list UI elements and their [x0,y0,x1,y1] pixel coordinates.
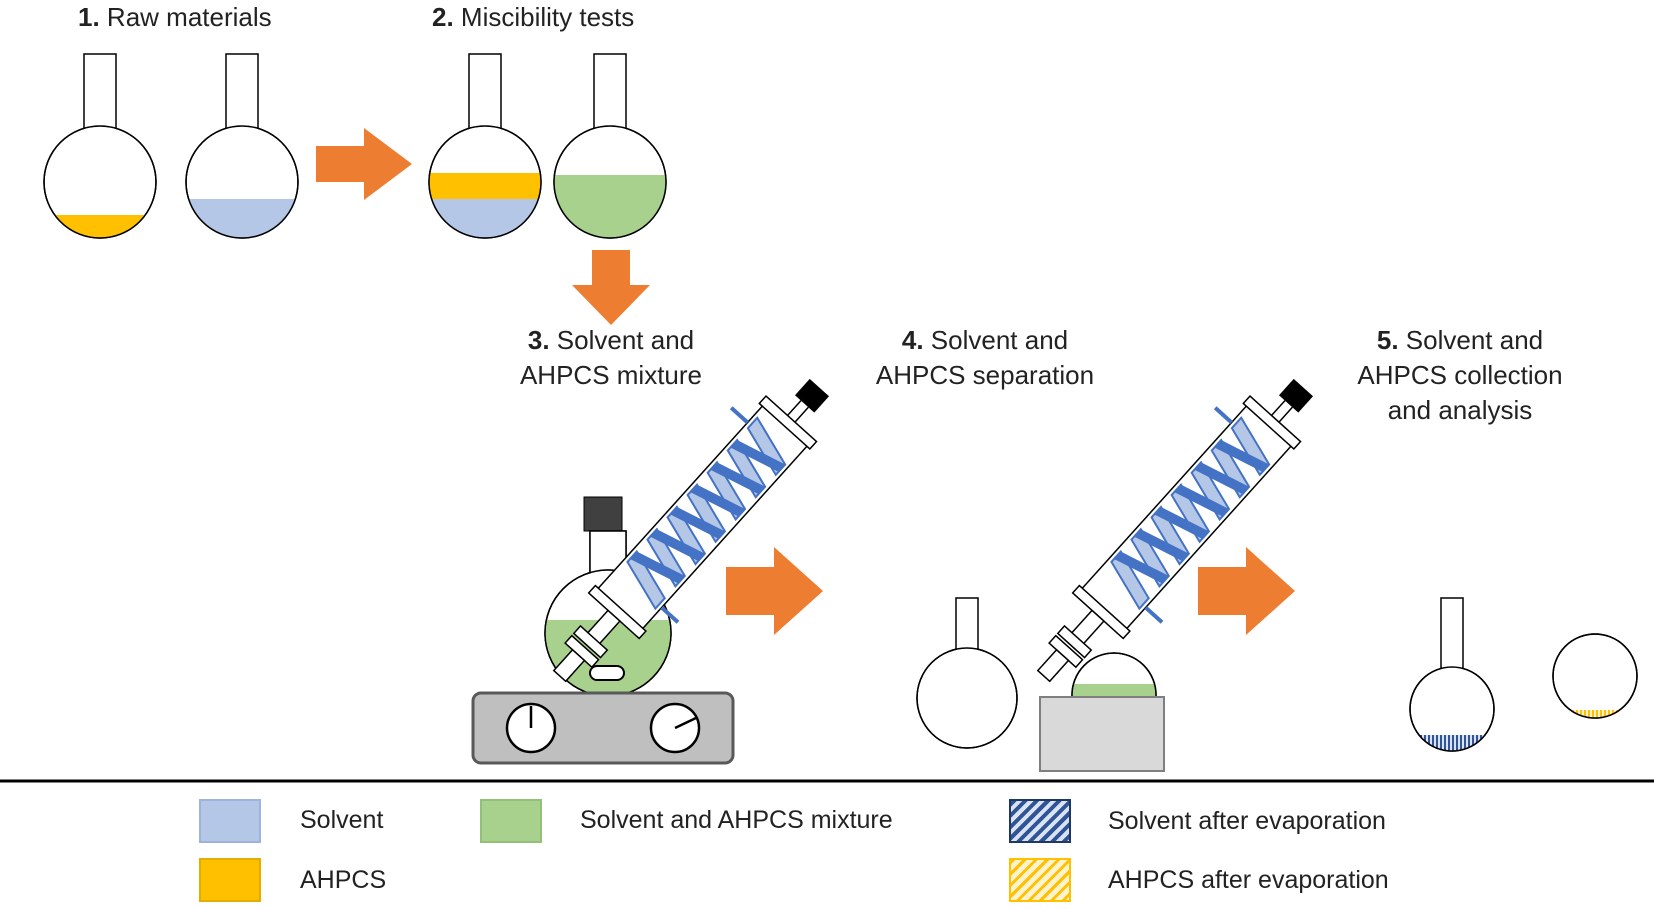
step-5-line-2: AHPCS collection [1357,360,1563,390]
step-2-number: 2. [432,2,454,32]
step-1-text: Raw materials [106,2,272,32]
legend-swatch-ahpcs-evaporated [1009,858,1071,902]
step-3-line-2: AHPCS mixture [519,360,703,390]
legend-label-ahpcs: AHPCS [300,866,387,894]
legend-swatch-solvent-evaporated [1009,799,1071,843]
stir-bar [589,665,625,681]
legend-swatch-solvent [199,799,261,843]
step-5-number: 5. [1376,325,1399,355]
arrow-step3-to-step4 [726,547,823,635]
step-5-label: 5. Solvent and AHPCS collection and anal… [1340,323,1580,428]
step-3-number: 3. [527,325,550,355]
flask-miscible [553,53,667,239]
flask-immiscible [428,53,542,239]
heating-bath [1039,696,1165,772]
arrow-step2-to-step3 [572,250,650,325]
step-4-line-1: Solvent and [930,325,1069,355]
step-5-line-3: and analysis [1387,395,1533,425]
step-3-label: 3. Solvent and AHPCS mixture [511,323,711,393]
step-1-number: 1. [78,2,100,32]
flask-ahpcs [43,53,157,239]
legend-label-ahpcs-evaporated: AHPCS after evaporation [1108,866,1389,894]
step-1-label: 1. Raw materials [78,0,272,35]
legend-swatch-mixture [480,799,542,843]
legend-label-solvent: Solvent [300,806,384,834]
step-2-text: Miscibility tests [460,2,635,32]
step-5-line-1: Solvent and [1405,325,1544,355]
flask-solvent [185,53,299,239]
step-4-label: 4. Solvent and AHPCS separation [870,323,1100,393]
legend-swatch-ahpcs [199,858,261,902]
rotary-evaporator-separation [552,378,1165,772]
stirring-hotplate [471,691,735,765]
step-2-label: 2. Miscibility tests [432,0,634,35]
arrow-step4-to-step5 [1198,547,1295,635]
arrow-step1-to-step2 [316,128,412,200]
step-4-line-2: AHPCS separation [875,360,1095,390]
legend-label-solvent-evaporated: Solvent after evaporation [1108,807,1386,835]
legend-label-mixture: Solvent and AHPCS mixture [580,806,893,834]
step-3-line-1: Solvent and [556,325,695,355]
step-4-number: 4. [901,325,924,355]
rotary-evaporator-collection [1036,378,1638,752]
